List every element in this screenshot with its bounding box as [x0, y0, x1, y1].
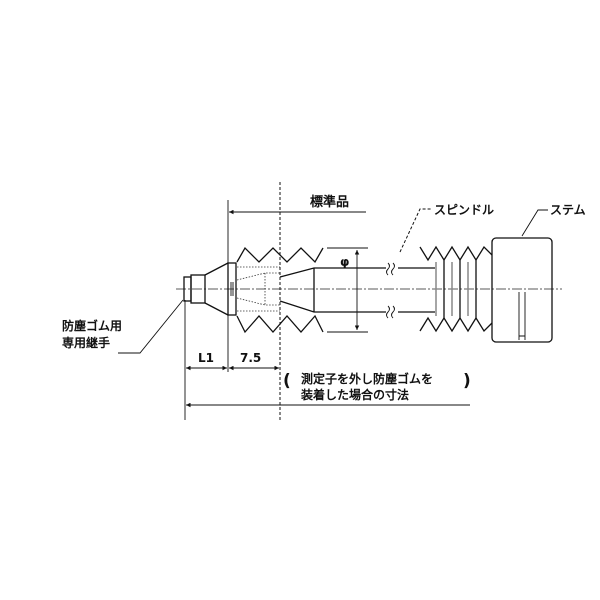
- joint-tip: [183, 262, 237, 316]
- note-line-1: 測定子を外し防塵ゴムを: [301, 371, 433, 386]
- stem: [491, 237, 553, 343]
- joint-label-line-2: 専用継手: [62, 335, 110, 350]
- stem-label: ステム: [550, 203, 586, 217]
- l1-label: L1: [198, 351, 214, 365]
- right-bellows: [419, 245, 493, 333]
- phi-symbol: φ: [340, 255, 349, 269]
- paren-right: ): [463, 371, 471, 391]
- stem-leader: [521, 209, 548, 237]
- spindle-label: スピンドル: [434, 203, 494, 217]
- spindle-leader: [399, 208, 432, 253]
- note-line-2: 装着した場合の寸法: [300, 387, 409, 402]
- paren-left: (: [283, 371, 291, 391]
- joint-leader: [118, 299, 184, 354]
- inner-hidden-lines: [236, 266, 280, 312]
- spindle: [279, 262, 435, 319]
- phi-dimension: φ: [327, 247, 368, 333]
- joint-label-line-1: 防塵ゴム用: [62, 318, 122, 333]
- standard-product-label: 標準品: [310, 194, 349, 210]
- dim-7-5-label: 7.5: [240, 351, 261, 365]
